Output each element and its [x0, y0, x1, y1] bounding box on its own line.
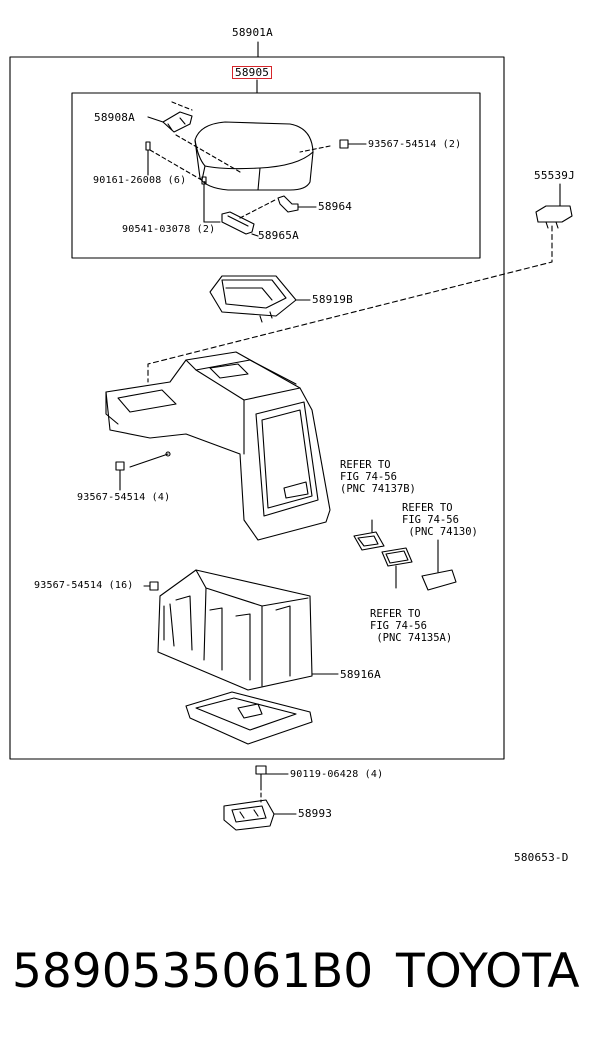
- reference-note-74137B: REFER TO FIG 74-56 (PNC 74137B): [340, 459, 416, 495]
- hinge-58964-drawing: [277, 195, 299, 213]
- screw-90161-drawing: [145, 141, 151, 161]
- brand-caption: TOYOTA: [396, 944, 580, 999]
- part-label-58919B: 58919B: [312, 293, 353, 306]
- drawing-code: 580653-D: [514, 851, 569, 864]
- bolt-90119-drawing: [255, 765, 267, 787]
- sub-assembly-label: 58905: [232, 66, 273, 79]
- part-label-58964: 58964: [318, 200, 353, 213]
- assembly-label: 58901A: [232, 26, 273, 39]
- screw-93567-low-drawing: [149, 581, 159, 591]
- part-label-58965A: 58965A: [258, 229, 299, 242]
- reference-note-74130: REFER TO FIG 74-56 (PNC 74130): [402, 502, 478, 538]
- sub-assembly-frame: [71, 92, 481, 259]
- inner-box-58916A-drawing: [157, 569, 313, 691]
- hinge-bracket-drawing: [162, 111, 193, 133]
- part-label-93567-low: 93567-54514 (16): [34, 580, 134, 591]
- part-label-58908A: 58908A: [94, 111, 135, 124]
- screw-90541-drawing: [201, 176, 207, 195]
- part-label-55539J: 55539J: [534, 169, 575, 182]
- part-label-93567-mid: 93567-54514 (4): [77, 492, 171, 503]
- part-label-58916A: 58916A: [340, 668, 381, 681]
- stopper-58965A-drawing: [221, 211, 255, 235]
- part-label-90161: 90161-26008 (6): [93, 175, 187, 186]
- screw-93567-mid-drawing: [115, 461, 125, 481]
- bracket-58993-drawing: [223, 799, 275, 831]
- tray-58919B-drawing: [209, 275, 297, 323]
- assembly-frame: [9, 56, 505, 760]
- bottom-tray-drawing: [185, 691, 313, 745]
- part-number-caption: 5890535061B0: [12, 944, 374, 999]
- switch-74130-drawing: [421, 569, 457, 591]
- console-box-drawing: [105, 351, 331, 541]
- screw-93567-top-drawing: [339, 139, 349, 149]
- part-label-58993: 58993: [298, 807, 333, 820]
- part-label-90541: 90541-03078 (2): [122, 224, 216, 235]
- part-label-90119: 90119-06428 (4): [290, 769, 384, 780]
- cap-55539J-drawing: [535, 205, 573, 229]
- part-label-93567-top: 93567-54514 (2): [368, 139, 462, 150]
- reference-note-74135A: REFER TO FIG 74-56 (PNC 74135A): [370, 608, 453, 644]
- switch-74137B-drawing: [353, 531, 385, 551]
- switch-74135A-drawing: [381, 547, 413, 567]
